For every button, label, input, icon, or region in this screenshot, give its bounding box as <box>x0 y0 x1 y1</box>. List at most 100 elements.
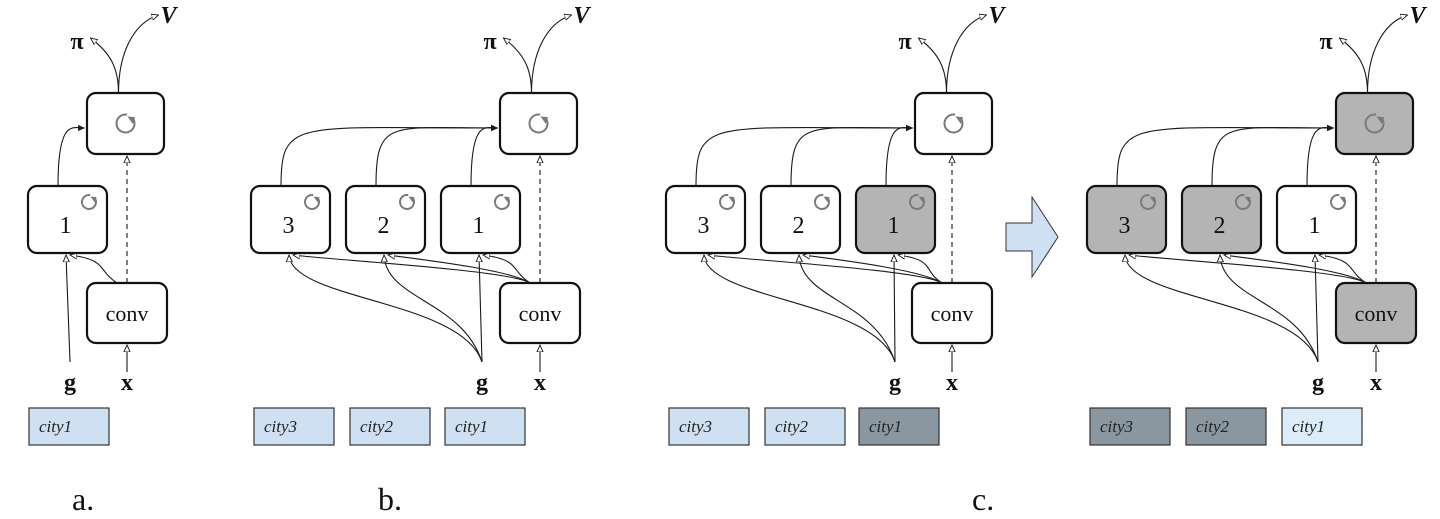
policy-label: π <box>1320 29 1333 55</box>
policy-output-edge <box>1340 38 1369 94</box>
recurrent-loop-arc <box>494 194 510 210</box>
city-label: city1 <box>39 417 72 436</box>
goal-to-module-edge <box>66 255 71 363</box>
conv-label: conv <box>931 301 974 326</box>
recurrent-loop-arc <box>1140 194 1156 210</box>
recurrent-loop-arrowhead <box>90 196 97 203</box>
module-node <box>759 184 842 255</box>
core-rnn-node <box>498 91 579 156</box>
conv-to-module-edge <box>898 255 943 284</box>
recurrent-loop-icon <box>304 194 320 210</box>
core-rnn-node <box>1334 91 1415 156</box>
value-label: V <box>989 3 1007 29</box>
city-box <box>349 407 431 446</box>
recurrent-loop-arrowhead <box>1149 196 1156 203</box>
recurrent-loop-icon <box>1330 194 1346 210</box>
goal-to-module-edge <box>894 255 895 363</box>
panel-caption: c. <box>972 481 994 517</box>
right-arrow-icon <box>1005 195 1059 279</box>
recurrent-loop-arrowhead <box>1244 196 1251 203</box>
policy-label: π <box>71 29 84 55</box>
conv-to-module-edge <box>388 255 531 284</box>
goal-label: g <box>64 370 76 396</box>
recurrent-loop-arc <box>943 113 964 134</box>
module-to-core-edge <box>695 124 914 187</box>
value-label: V <box>161 3 179 29</box>
module-node <box>1180 184 1263 255</box>
goal-label: g <box>476 370 488 396</box>
city-box <box>1281 407 1363 446</box>
module-node <box>1085 184 1168 255</box>
conv-to-module-edge <box>1129 255 1367 284</box>
recurrent-loop-icon <box>1140 194 1156 210</box>
city-label: city3 <box>1100 417 1133 436</box>
module-to-core-edge <box>470 124 499 187</box>
policy-label: π <box>484 29 497 55</box>
recurrent-loop-icon <box>719 194 735 210</box>
module-label: 2 <box>793 213 805 239</box>
module-label: 1 <box>888 213 900 239</box>
recurrent-loop-arrowhead <box>540 116 549 125</box>
city-box <box>764 407 846 446</box>
module-label: 3 <box>698 213 710 239</box>
conv-node <box>1334 281 1418 345</box>
value-output-edge <box>530 15 572 94</box>
conv-node <box>910 281 994 345</box>
recurrent-loop-arrowhead <box>313 196 320 203</box>
module-label: 3 <box>1119 213 1131 239</box>
city-box <box>668 407 750 446</box>
module-label: 1 <box>60 213 72 239</box>
module-node <box>664 184 747 255</box>
input-label: x <box>121 370 133 396</box>
recurrent-loop-arrowhead <box>408 196 415 203</box>
recurrent-loop-icon <box>1235 194 1251 210</box>
goal-label: g <box>889 370 901 396</box>
recurrent-loop-arc <box>1235 194 1251 210</box>
city-box <box>28 407 110 446</box>
goal-label: g <box>1312 370 1324 396</box>
recurrent-loop-icon <box>81 194 97 210</box>
module-to-core-edge <box>1116 124 1335 187</box>
city-box <box>444 407 526 446</box>
recurrent-loop-arc <box>1330 194 1346 210</box>
policy-output-edge <box>919 38 948 94</box>
conv-to-module-edge <box>483 255 531 284</box>
recurrent-loop-icon <box>943 113 964 134</box>
recurrent-loop-arc <box>81 194 97 210</box>
policy-output-edge <box>504 38 533 94</box>
module-to-core-edge <box>1211 124 1335 187</box>
value-output-edge <box>1366 15 1408 94</box>
goal-to-module-edge <box>384 255 483 363</box>
module-node <box>249 184 332 255</box>
conv-to-module-edge <box>708 255 943 284</box>
recurrent-loop-icon <box>1364 113 1385 134</box>
panel-caption: a. <box>72 481 94 517</box>
core-rnn-node <box>85 91 166 156</box>
city-box <box>1089 407 1171 446</box>
module-node <box>439 184 522 255</box>
city-label: city3 <box>679 417 712 436</box>
module-node <box>854 184 937 255</box>
city-label: city3 <box>264 417 297 436</box>
city-box <box>858 407 940 446</box>
recurrent-loop-arrowhead <box>918 196 925 203</box>
recurrent-loop-arc <box>115 113 136 134</box>
recurrent-loop-icon <box>814 194 830 210</box>
policy-output-edge <box>91 38 120 94</box>
module-to-core-edge <box>375 124 499 187</box>
module-node <box>1275 184 1358 255</box>
panel-caption: b. <box>378 481 402 517</box>
conv-node <box>85 281 169 345</box>
module-to-core-edge <box>790 124 914 187</box>
value-output-edge <box>945 15 987 94</box>
recurrent-loop-arrowhead <box>1339 196 1346 203</box>
recurrent-loop-arrowhead <box>127 116 136 125</box>
city-label: city1 <box>1292 417 1325 436</box>
conv-label: conv <box>106 301 149 326</box>
goal-to-module-edge <box>1125 255 1319 363</box>
goal-to-module-edge <box>1315 255 1318 363</box>
conv-to-module-edge <box>293 255 531 284</box>
recurrent-loop-arrowhead <box>1376 116 1385 125</box>
